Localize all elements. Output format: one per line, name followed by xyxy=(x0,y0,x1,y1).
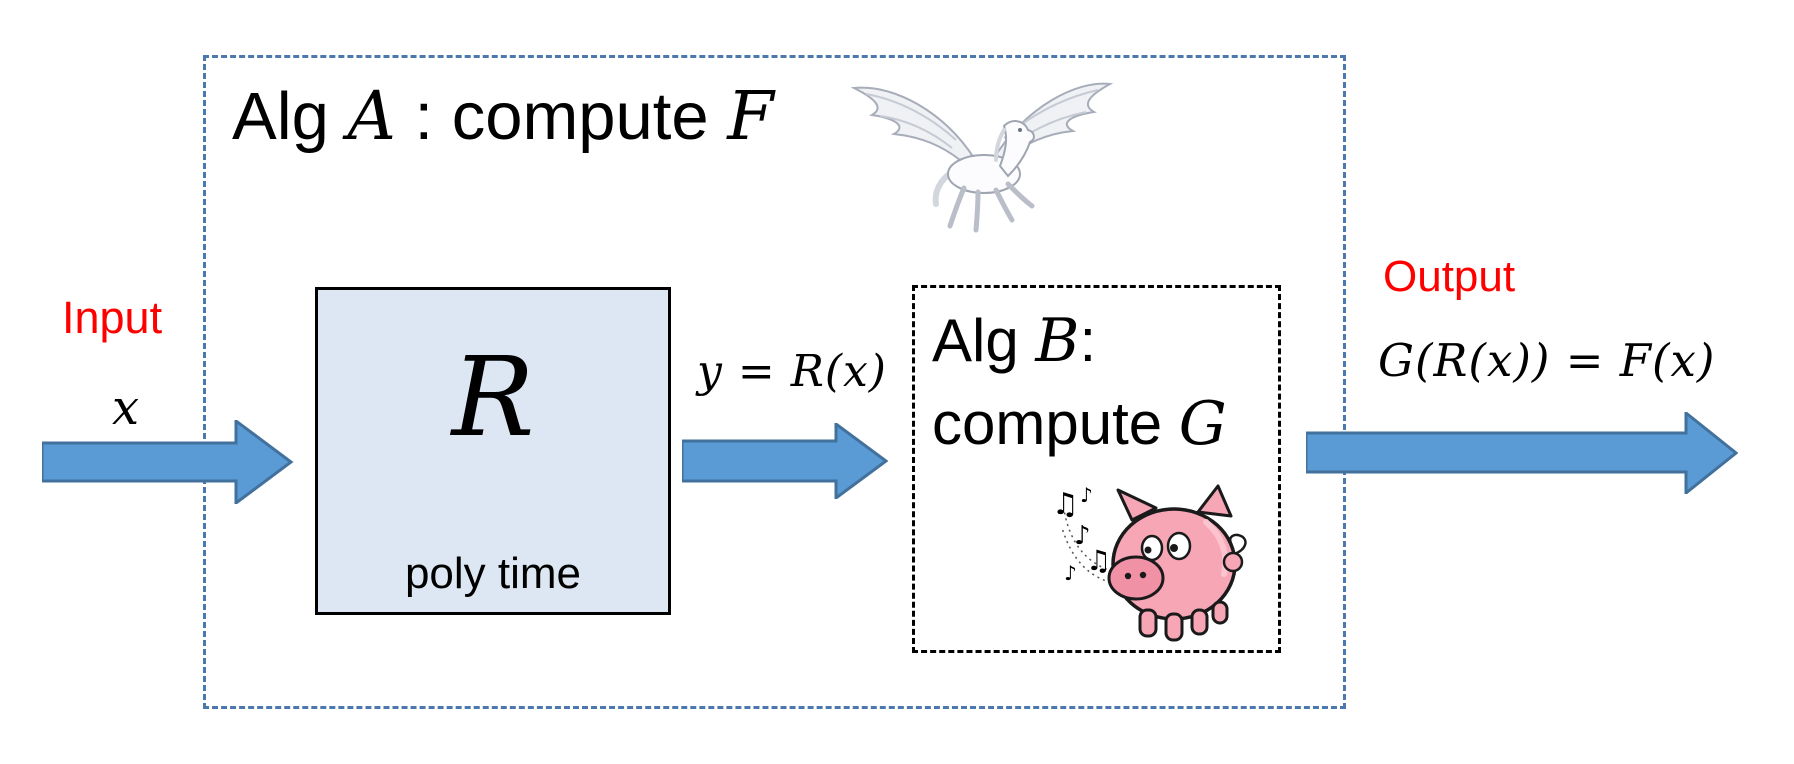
alg-a-title-text2: : compute xyxy=(395,79,728,154)
alg-b-colon: : xyxy=(1079,307,1097,374)
alg-a-title: Alg A : compute F xyxy=(232,77,774,155)
svg-text:♫: ♫ xyxy=(1052,487,1079,522)
output-arrow xyxy=(1306,412,1738,494)
reduction-box: R poly time xyxy=(315,287,671,615)
svg-text:♫: ♫ xyxy=(1086,544,1111,577)
alg-b-dashed-box xyxy=(912,285,1281,653)
pig-icon: ♫ ♪ ♫ ♪ ♪ xyxy=(1052,483,1247,642)
alg-a-dashed-box xyxy=(203,55,1346,709)
pegasus-icon xyxy=(850,82,1114,233)
mid-arrow xyxy=(682,423,888,499)
alg-a-title-text: Alg xyxy=(232,79,348,154)
alg-b-target-var: G xyxy=(1178,388,1227,459)
alg-b-title-text2: compute xyxy=(932,389,1179,457)
alg-b-title-text: Alg xyxy=(932,307,1036,374)
reduction-letter: R xyxy=(451,333,535,461)
output-formula: G(R(x)) = F(x) xyxy=(1378,334,1716,387)
svg-text:♪: ♪ xyxy=(1064,561,1077,585)
alg-a-target-var: F xyxy=(727,77,774,155)
alg-b-var: B xyxy=(1035,306,1080,376)
svg-text:♪: ♪ xyxy=(1080,483,1093,507)
output-label: Output xyxy=(1383,252,1516,301)
music-notes-icon: ♫ ♪ ♫ ♪ ♪ xyxy=(1052,483,1111,585)
input-arrow xyxy=(42,420,294,504)
input-variable: x xyxy=(112,380,140,436)
alg-b-title: Alg B: compute G xyxy=(932,300,1227,465)
svg-text:♪: ♪ xyxy=(1074,521,1091,551)
alg-a-var: A xyxy=(347,77,396,155)
input-label: Input xyxy=(62,292,163,343)
mid-arrow-label: y = R(x) xyxy=(697,346,887,397)
reduction-caption: poly time xyxy=(404,549,582,598)
